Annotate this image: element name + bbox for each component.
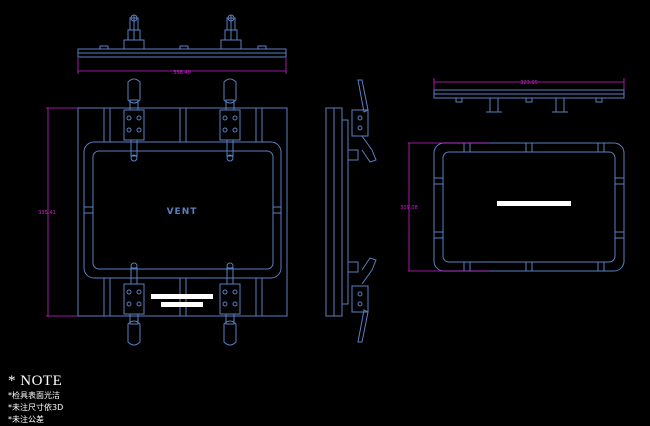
- front-view-clamp-lower-right: [219, 262, 241, 346]
- front-view-logo: VENT: [167, 207, 198, 217]
- redaction-bar: [497, 201, 571, 206]
- top-view-boss: [179, 45, 189, 50]
- front-view-clamp-upper-right: [219, 78, 241, 162]
- redaction-bar: [151, 294, 213, 299]
- right-front-view-dimension: [408, 142, 490, 272]
- top-view-clamp-right: [220, 14, 242, 50]
- right-top-view-dimension-value: 323.65: [520, 80, 538, 86]
- side-view: [325, 79, 377, 343]
- right-top-view: [433, 89, 625, 113]
- front-view-outer-plate: [77, 107, 288, 317]
- front-view-clamp-upper-left: [123, 78, 145, 162]
- right-front-view: [433, 142, 625, 272]
- note-block: * NOTE *检具表面光洁 *未注尺寸依3D *未注公差: [8, 373, 63, 426]
- front-view: [77, 78, 288, 346]
- top-view: [77, 14, 287, 58]
- side-view-clamp-upper: [347, 79, 377, 163]
- redaction-bar: [161, 302, 203, 307]
- note-line: *检具表面光洁: [8, 391, 60, 400]
- right-front-view-dimension-value: 309.08: [400, 205, 418, 211]
- top-view-dimension: [77, 58, 287, 74]
- top-view-clamp-left: [123, 14, 145, 50]
- top-view-boss: [99, 45, 109, 50]
- note-line: *未注尺寸依3D: [8, 403, 64, 412]
- front-view-dimension: [46, 107, 78, 317]
- top-view-dimension-value: 336.40: [173, 70, 191, 76]
- note-line: *未注公差: [8, 415, 44, 424]
- right-top-view-dimension: [433, 78, 625, 90]
- side-view-clamp-lower: [347, 257, 377, 343]
- top-view-boss: [257, 45, 267, 50]
- front-view-dimension-value: 335.41: [38, 210, 56, 216]
- note-title: * NOTE: [8, 373, 63, 389]
- front-view-clamp-lower-left: [123, 262, 145, 346]
